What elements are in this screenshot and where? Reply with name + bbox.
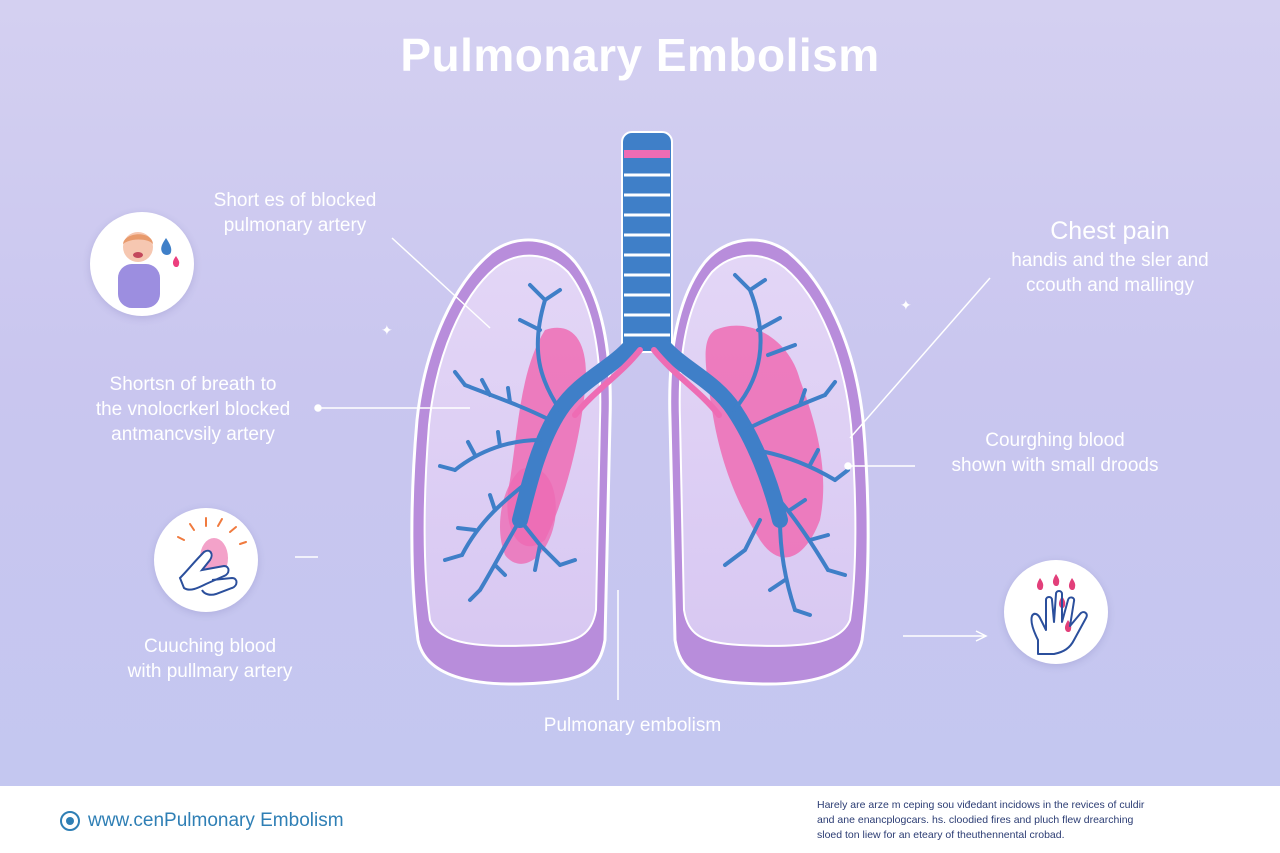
bronchial-tree (438, 273, 850, 617)
label-line: with pullmary artery (127, 661, 293, 682)
footnote-line: and ane enancplogcars. hs. cloodied fire… (817, 814, 1134, 826)
label-coughing-blood-right: Courghing blood shown with small droods (920, 428, 1190, 478)
label-line: Cuuching blood (143, 636, 277, 657)
left-lung (410, 238, 612, 686)
chest-pain-title: Chest pain (1050, 217, 1170, 245)
page-title: Pulmonary Embolism (400, 29, 880, 81)
right-lung (668, 238, 870, 686)
label-line: Pulmonary embolism (543, 715, 722, 736)
label-line: Courghing blood (985, 430, 1125, 451)
label-line: handis and the sler and (1011, 250, 1209, 271)
brand-link[interactable]: www.cenPulmonary Embolism (60, 810, 344, 832)
label-line: pulmonary artery (223, 215, 367, 236)
footnote: Harely are arze m ceping sou viđedant in… (817, 798, 1237, 843)
label-line: shown with small droods (951, 455, 1159, 476)
label-blocked-artery: Short es of blocked pulmonary artery (170, 188, 420, 238)
hand-blood-drops-icon (1004, 560, 1108, 664)
footnote-line: Harely are arze m ceping sou viđedant in… (817, 799, 1145, 811)
label-line: Shortsn of breath to (109, 374, 277, 395)
label-chest-pain: Chest pain handis and the sler and ccout… (980, 214, 1240, 298)
footer: www.cenPulmonary Embolism Harely are arz… (0, 786, 1280, 853)
label-shortness-of-breath: Shortsn of breath to the vnolocrkerl blo… (48, 372, 338, 447)
hands-on-chest-icon (154, 508, 258, 612)
label-line: antmancvsily artery (111, 424, 275, 445)
label-pulmonary-embolism: Pulmonary embolism (500, 713, 765, 738)
label-coughing-blood-left: Cuuching blood with pullmary artery (90, 634, 330, 684)
person-sweating-icon (90, 212, 194, 316)
label-line: Short es of blocked (213, 190, 377, 211)
trachea (621, 131, 673, 353)
label-line: ccouth and mallingy (1026, 275, 1194, 296)
brand-logo-icon (60, 811, 80, 831)
brand-text: www.cenPulmonary Embolism (88, 810, 344, 831)
sparkle-icon: ✦ (381, 322, 393, 338)
pointer-lines (295, 237, 991, 700)
sparkle-icon: ✦ (900, 297, 912, 313)
label-line: the vnolocrkerl blocked (95, 399, 291, 420)
footnote-line: sloed ton liew for an eteary of theuthen… (817, 829, 1065, 841)
